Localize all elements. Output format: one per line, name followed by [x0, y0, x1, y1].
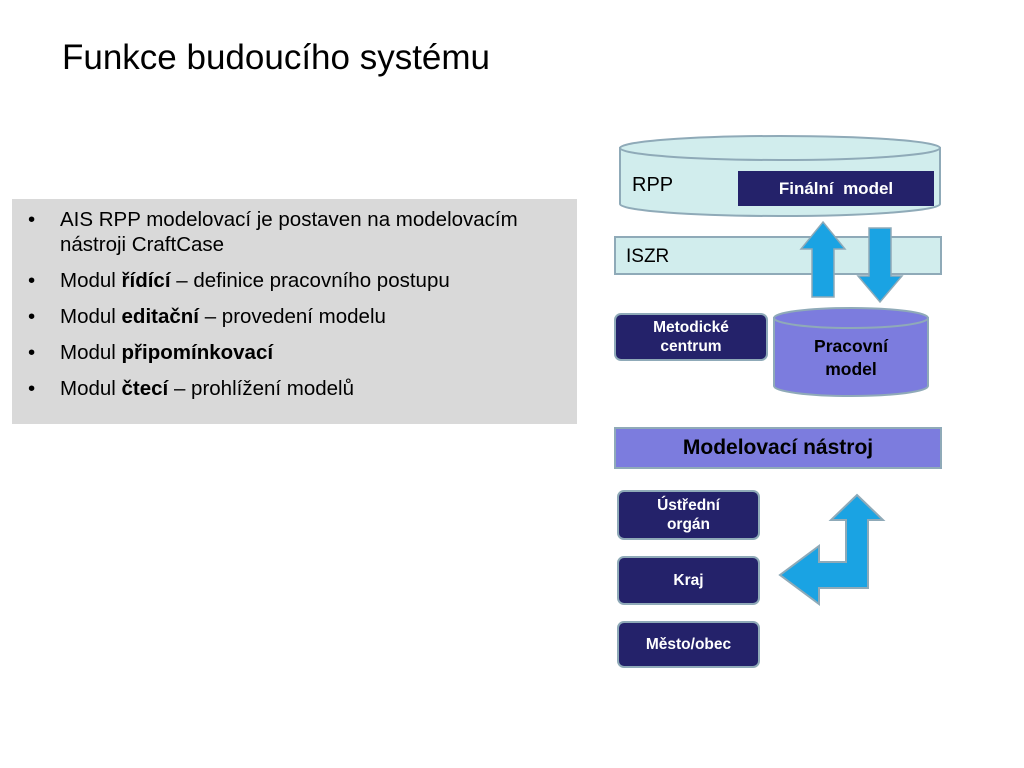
modelovaci-nastroj-bar: [614, 427, 942, 469]
elbow-arrow-icon: [778, 493, 886, 606]
mesto-obec-box: Město/obec: [617, 621, 760, 668]
rpp-label: RPP: [632, 174, 674, 196]
bullet-item: Modul řídící – definice pracovního postu…: [28, 268, 567, 293]
metodicke-centrum-box: Metodické centrum: [614, 313, 768, 361]
down-arrow-icon: [856, 227, 904, 304]
kraj-box: Kraj: [617, 556, 760, 605]
bullet-item: Modul připomínkovací: [28, 340, 567, 365]
iszr-label: ISZR: [626, 246, 670, 267]
bullet-item: Modul editační – provedení modelu: [28, 304, 567, 329]
up-arrow-icon: [799, 220, 847, 298]
pracovni-model-label: Pracovní model: [814, 336, 888, 379]
slide-title: Funkce budoucího systému: [62, 38, 491, 77]
modelovaci-nastroj-label: Modelovací nástroj: [682, 436, 874, 459]
ustredni-organ-box: Ústřední orgán: [617, 490, 760, 540]
bullet-list: AIS RPP modelovací je postaven na modelo…: [12, 199, 577, 401]
bullet-panel: AIS RPP modelovací je postaven na modelo…: [12, 199, 577, 424]
bullet-item: Modul čtecí – prohlížení modelů: [28, 376, 567, 401]
pracovni-model-cylinder: [773, 307, 929, 397]
final-model-box: Finální model: [738, 171, 934, 206]
bullet-item: AIS RPP modelovací je postaven na modelo…: [28, 207, 567, 257]
